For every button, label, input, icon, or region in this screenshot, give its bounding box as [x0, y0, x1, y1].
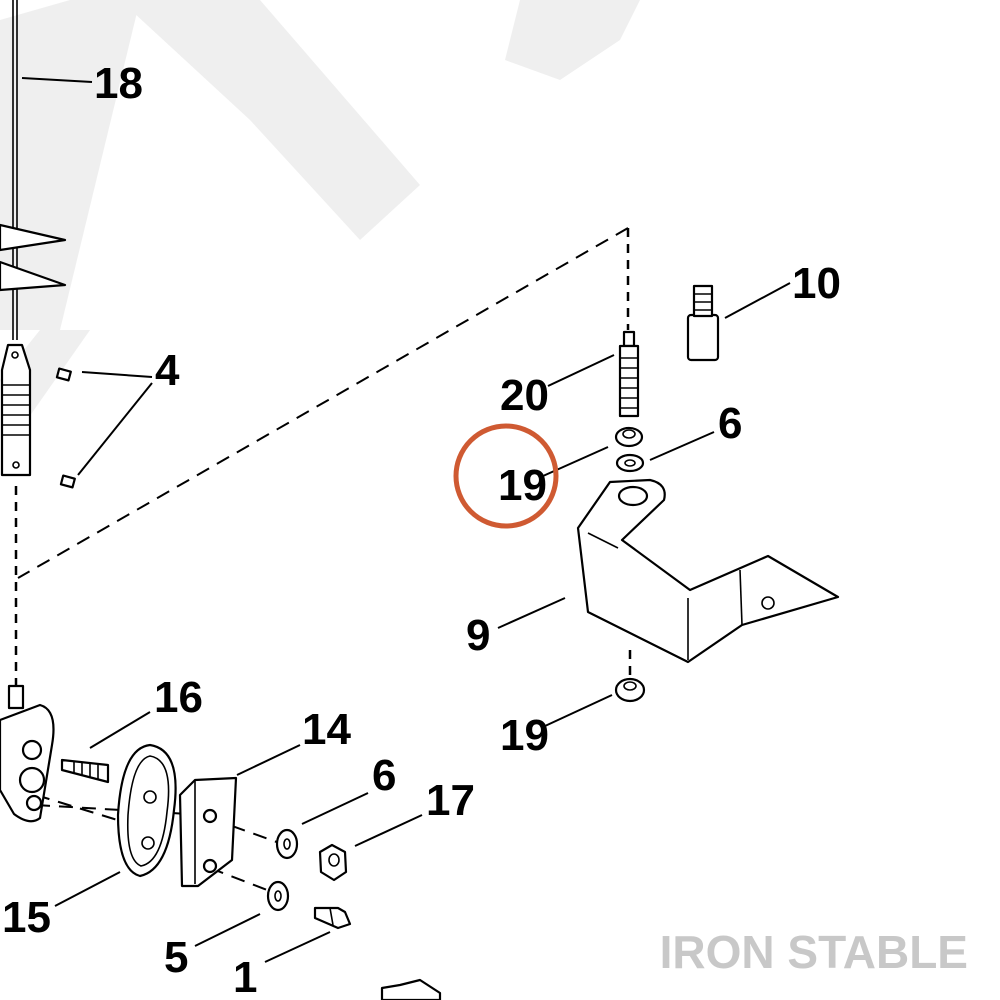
callout-19-lower: 19: [500, 711, 549, 760]
background-watermark-shapes: [0, 0, 640, 430]
mount-base: [0, 684, 55, 823]
hex-nut-upper: [614, 426, 644, 448]
callout-14: 14: [302, 705, 351, 754]
set-screws: [55, 367, 76, 489]
leader-lines: [21, 77, 791, 963]
callout-9: 9: [466, 611, 490, 660]
highlight-circle: [453, 423, 559, 529]
cable-connector-partial: [380, 978, 442, 1000]
antenna-whip: [0, 0, 67, 340]
callout-17: 17: [426, 776, 475, 825]
callout-16: 16: [154, 673, 203, 722]
adapter: [686, 284, 720, 362]
mounting-bracket: [576, 478, 840, 664]
callout-6-upper: 6: [718, 399, 742, 448]
callout-4: 4: [155, 346, 180, 395]
mounting-plate: [178, 776, 238, 888]
lock-washer-lower: [275, 828, 299, 860]
callout-20: 20: [500, 371, 549, 420]
watermark-logo-text: IRON STABLE: [660, 926, 968, 978]
callout-5: 5: [164, 933, 188, 982]
callout-6-lower: 6: [372, 751, 396, 800]
gasket: [116, 743, 177, 878]
hex-nut-17: [318, 843, 348, 882]
callout-18: 18: [94, 59, 143, 108]
lock-washer-upper: [615, 453, 645, 473]
hex-nut-lower: [614, 677, 646, 703]
callout-10: 10: [792, 259, 841, 308]
alignment-lines: [14, 227, 632, 896]
callout-19-upper: 19: [498, 461, 547, 510]
star-washer: [266, 880, 290, 912]
cap-screw: [313, 906, 352, 930]
antenna-ferrule: [0, 343, 32, 477]
mount-bolt: [60, 758, 110, 784]
callout-labels: 18 10 4 20 6 19 9 19 16 14 6 17 15 5 1: [2, 59, 841, 1000]
threaded-stud: [618, 330, 640, 418]
callout-15: 15: [2, 893, 51, 942]
callout-1: 1: [233, 953, 257, 1000]
